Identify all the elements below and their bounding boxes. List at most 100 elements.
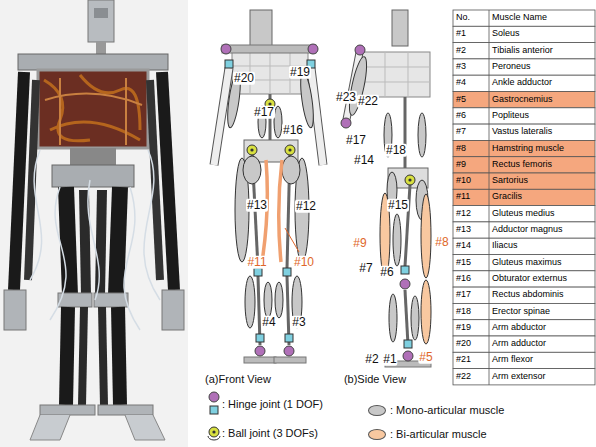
table-cell: No. — [456, 13, 470, 22]
side-view-joints — [403, 351, 413, 361]
front-view-joints — [284, 346, 294, 356]
legend-label: : Hinge joint (1 DOF) — [222, 398, 323, 410]
robot-photo — [66, 307, 68, 405]
front-view-joints — [285, 334, 293, 342]
robot-photo — [94, 8, 108, 18]
callout-number: #10 — [293, 256, 315, 269]
side-view-joints — [341, 118, 351, 128]
side-view-figure — [411, 296, 419, 340]
side-view-figure — [362, 52, 430, 97]
table-rows — [453, 10, 595, 385]
front-view-figure — [282, 156, 300, 184]
table-rows — [453, 59, 595, 75]
table-cell: #16 — [456, 274, 471, 283]
side-view-joints — [405, 175, 415, 185]
front-view-figure — [275, 282, 283, 318]
side-view-joints — [400, 279, 410, 289]
callout-number: #8 — [434, 236, 449, 249]
callout-number: #9 — [352, 237, 367, 250]
legend-label: : Ball joint (3 DOFs) — [222, 427, 318, 439]
front-view-joints — [283, 268, 291, 276]
table-rows — [453, 43, 595, 59]
front-view-joints — [308, 44, 318, 54]
table-rows — [453, 189, 595, 205]
front-view-figure — [222, 45, 316, 53]
legend-item: : Hinge joint (1 DOF) — [222, 398, 323, 410]
table-cell: Obturator externus — [492, 274, 567, 283]
robot-photo — [102, 307, 104, 405]
front-view-figure — [214, 68, 229, 165]
robot-photo — [82, 307, 84, 405]
robot-photo — [0, 0, 188, 447]
table-cell: Sartorius — [492, 176, 528, 185]
table-rows — [453, 206, 595, 222]
table-rows — [453, 157, 595, 173]
front-view-figure — [214, 68, 229, 165]
table-cell: #3 — [456, 62, 466, 71]
legend-item: : Bi-articular muscle — [368, 428, 487, 440]
callout-number: #7 — [358, 262, 373, 275]
table-cell: Peroneus — [492, 62, 531, 71]
robot-photo — [84, 190, 86, 295]
table-rows — [453, 287, 595, 303]
legend-symbols — [212, 430, 215, 433]
side-view-joints — [401, 266, 409, 274]
table-cell: Arm adductor — [492, 339, 546, 348]
robot-photo — [38, 70, 148, 148]
table-cell: Gluteus medius — [492, 209, 555, 218]
legend-item: : Mono-articular muscle — [368, 404, 504, 416]
view-caption: (b)Side View — [344, 374, 406, 386]
front-view-joints — [285, 145, 295, 155]
side-view-figure — [389, 294, 397, 342]
table-cell: Adductor magnus — [492, 225, 563, 234]
front-view-figure — [214, 10, 323, 363]
table-cell: #8 — [456, 144, 466, 153]
robot-photo — [18, 54, 168, 70]
callout-number: #14 — [353, 154, 375, 167]
robot-photo — [30, 150, 160, 330]
front-view-figure — [279, 160, 282, 262]
table-cell: Soleus — [492, 30, 520, 39]
front-view-figure — [264, 282, 272, 318]
callout-number: #20 — [233, 72, 255, 85]
front-view-joints — [247, 145, 257, 155]
legend-label: : Bi-articular muscle — [390, 428, 487, 440]
robot-photo — [14, 72, 24, 290]
callout-number: #17 — [253, 106, 275, 119]
robot-photo — [150, 80, 160, 280]
table-cell: Gastrocnemius — [492, 95, 553, 104]
legend-swatch — [368, 405, 386, 416]
robot-photo — [94, 293, 128, 307]
front-view-joints — [256, 334, 264, 342]
table-cell: Rectus abdominis — [492, 291, 564, 300]
callout-number: #17 — [345, 134, 367, 147]
table-rows — [453, 173, 595, 189]
table-rows — [453, 336, 595, 352]
table-cell: Gracilis — [492, 193, 522, 202]
table-rows — [453, 92, 595, 108]
side-view-figure — [346, 10, 431, 367]
front-view-joints — [288, 148, 291, 151]
table-cell: Popliteus — [492, 111, 529, 120]
robot-photo — [4, 290, 26, 330]
table-cell: Rectus femoris — [492, 160, 552, 169]
table-cell: Hamstring muscle — [492, 144, 564, 153]
side-view-figure — [421, 194, 431, 278]
table-rows — [453, 108, 595, 124]
table-cell: #17 — [456, 291, 471, 300]
callout-number: #3 — [291, 316, 306, 329]
robot-photo — [162, 290, 184, 330]
robot-photo — [162, 72, 174, 290]
table-cell: Arm flexor — [492, 356, 533, 365]
robot-photo — [118, 307, 120, 405]
side-view-figure — [418, 113, 426, 157]
callout-number: #22 — [357, 95, 379, 108]
table-cell: Muscle Name — [492, 13, 547, 22]
side-view-figure — [405, 290, 408, 345]
front-view-figure — [274, 357, 306, 363]
side-view-figure — [405, 185, 410, 266]
callout-number: #16 — [282, 124, 304, 137]
table-cell: Erector spinae — [492, 307, 550, 316]
table-cell: #13 — [456, 225, 471, 234]
front-view-joints — [221, 44, 231, 54]
